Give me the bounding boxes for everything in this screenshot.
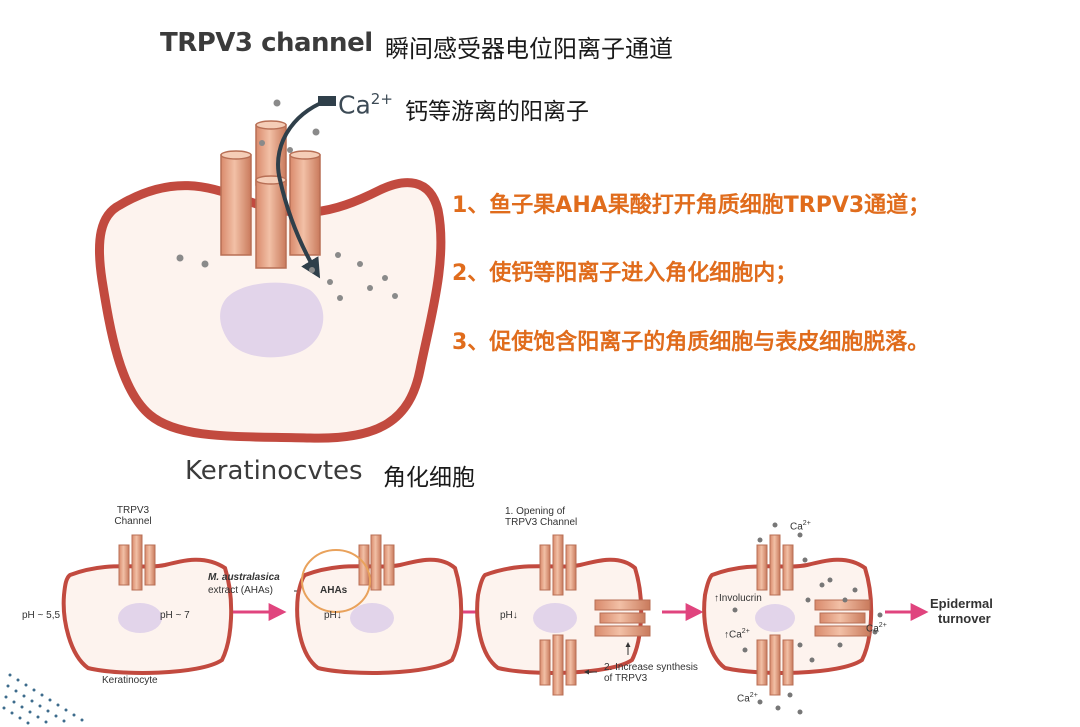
- cell-label-chinese: 角化细胞: [383, 465, 475, 491]
- ahas-label: AHAs: [320, 585, 348, 596]
- decorative-dots: [2, 673, 84, 725]
- panel-3-cell: [475, 534, 651, 696]
- panel1-channel-label: TRPV3 Channel: [114, 505, 152, 527]
- highlight-circle: [301, 549, 371, 613]
- panel1-cell-label: Keratinocyte: [102, 675, 158, 686]
- title-chinese: 瞬间感受器电位阳离子通道: [385, 35, 673, 63]
- panel3-ph: pH↓: [500, 610, 518, 621]
- step-3: 3、促使饱含阳离子的角质细胞与表皮细胞脱落。: [452, 330, 930, 355]
- cell-label-english: Keratinocvtes: [185, 456, 363, 486]
- panel4-ca-inside: ↑Ca2+: [724, 628, 750, 641]
- synthesis-label: 2. Increase synthesis of TRPV3: [604, 662, 698, 684]
- trpv3-channel: [220, 120, 321, 269]
- panel4-ca-top: Ca2+: [790, 520, 811, 533]
- arrow1-label-line1: M. australasica: [208, 572, 280, 583]
- involucrin-label: ↑Involucrin: [714, 593, 762, 604]
- step-2: 2、使钙等阳离子进入角化细胞内；: [452, 261, 798, 286]
- step-1: 1、鱼子果AHA果酸打开角质细胞TRPV3通道；: [452, 193, 931, 218]
- panel1-ph-left: pH ~ 5,5: [22, 610, 61, 621]
- ion-label: Ca2+: [338, 90, 393, 120]
- nucleus: [220, 282, 324, 358]
- arrow1-label-line2: extract (AHAs): [208, 585, 274, 596]
- panel1-ph-right: pH ~ 7: [160, 610, 190, 621]
- opening-label: 1. Opening of TRPV3 Channel: [505, 506, 578, 528]
- title-english: TRPV3 channel: [160, 28, 373, 58]
- panel-1-cell: [61, 534, 234, 675]
- ion-description: 钙等游离的阳离子: [405, 99, 589, 125]
- panel-2-cell: [295, 534, 464, 675]
- panel4-ca-bottom: Ca2+: [737, 692, 758, 705]
- ion-flow-arrow: [276, 98, 331, 279]
- panel2-ph: pH↓: [324, 610, 342, 621]
- ion-dots: [176, 99, 398, 301]
- panel-4-cell: [702, 522, 883, 715]
- panel4-ca-right: Ca2+: [866, 622, 887, 635]
- result-label: Epidermal turnover: [930, 596, 993, 626]
